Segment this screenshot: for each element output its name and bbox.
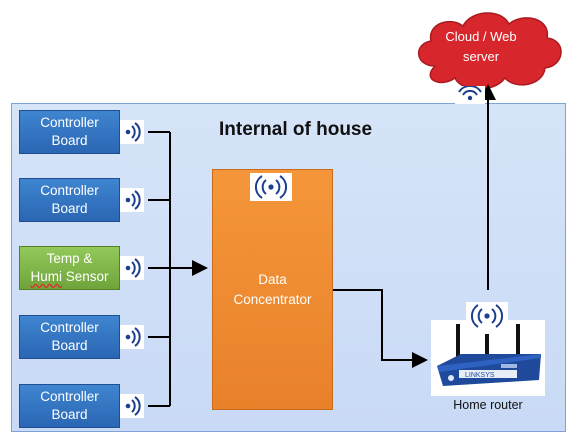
wireless-signal-icon bbox=[455, 85, 485, 104]
node-2-line2: Board bbox=[51, 201, 88, 216]
node-3-line2-prefix: Humi bbox=[30, 269, 62, 284]
router-label: Home router bbox=[453, 398, 523, 412]
node-3-line1: Temp & bbox=[46, 251, 93, 266]
node-5-line1: Controller bbox=[40, 389, 99, 404]
wireless-signal-icon bbox=[120, 256, 144, 280]
temp-humi-sensor: Temp & Humi Sensor bbox=[19, 246, 120, 290]
cloud-label-line2: server bbox=[462, 49, 500, 64]
concentrator-line2: Concentrator bbox=[233, 291, 312, 307]
node-1-line1: Controller bbox=[40, 115, 99, 130]
controller-board-4: Controller Board bbox=[19, 384, 120, 428]
controller-board-3: Controller Board bbox=[19, 315, 120, 359]
house-title: Internal of house bbox=[219, 119, 373, 140]
concentrator-line1: Data bbox=[258, 271, 287, 287]
node-1-line2: Board bbox=[51, 133, 88, 148]
router-image-frame: LINKSYS bbox=[431, 320, 545, 396]
wireless-signal-icon bbox=[120, 394, 144, 418]
wireless-signal-icon bbox=[250, 173, 292, 201]
node-4-line2: Board bbox=[51, 338, 88, 353]
node-3-line2: Humi Sensor bbox=[30, 268, 108, 286]
router-icon: LINKSYS bbox=[437, 324, 541, 386]
node-2-line1: Controller bbox=[40, 183, 99, 198]
connector-concentrator-to-router bbox=[333, 289, 428, 368]
node-5-line2: Board bbox=[51, 407, 88, 422]
router-brand-text: LINKSYS bbox=[465, 372, 495, 379]
cloud-label: Cloud / Web server bbox=[427, 27, 535, 67]
node-4-line1: Controller bbox=[40, 320, 99, 335]
node-3-line2-rest: Sensor bbox=[61, 269, 109, 284]
wireless-signal-icon bbox=[120, 325, 144, 349]
wireless-signal-icon bbox=[120, 120, 144, 144]
data-concentrator: Data Concentrator bbox=[212, 169, 333, 410]
controller-board-1: Controller Board bbox=[19, 110, 120, 154]
cloud-label-line1: Cloud / Web bbox=[445, 29, 517, 44]
controller-board-2: Controller Board bbox=[19, 178, 120, 222]
wireless-signal-icon bbox=[466, 302, 508, 330]
wireless-signal-icon bbox=[120, 188, 144, 212]
